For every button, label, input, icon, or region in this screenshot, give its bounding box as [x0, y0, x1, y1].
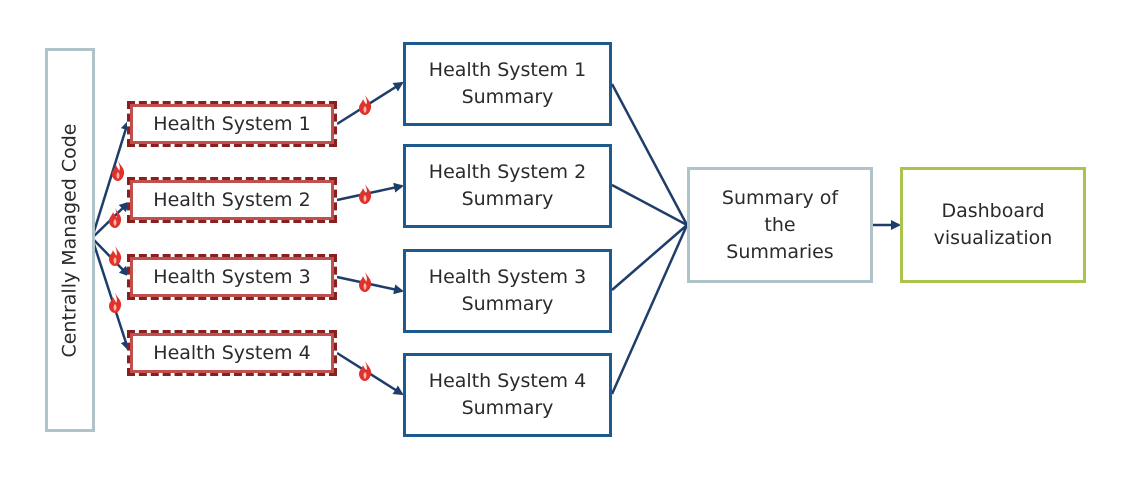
flame-icon — [109, 293, 122, 313]
summary-label: Health System 2 Summary — [428, 161, 587, 210]
line-summary4-to-combined — [610, 224, 689, 395]
flame-icon — [109, 208, 122, 228]
health-system-1-box: Health System 1 — [127, 101, 337, 147]
central-code-label: Centrally Managed Code — [58, 123, 81, 357]
arrow-central-to-hs4 — [90, 237, 131, 351]
central-code-box: Centrally Managed Code — [45, 48, 95, 432]
summary-1-box: Health System 1 Summary — [403, 42, 612, 126]
health-system-label: Health System 2 — [153, 188, 311, 211]
flame-icon — [359, 361, 372, 381]
summary-4-box: Health System 4 Summary — [403, 353, 612, 437]
summary-2-box: Health System 2 Summary — [403, 144, 612, 228]
health-system-label: Health System 4 — [153, 341, 311, 364]
summary-label: Health System 3 Summary — [428, 266, 587, 315]
dashboard-box: Dashboard visualization — [900, 167, 1086, 283]
line-summary2-to-combined — [611, 183, 688, 227]
line-summary3-to-combined — [611, 224, 688, 291]
health-system-label: Health System 1 — [153, 112, 311, 135]
summary-3-box: Health System 3 Summary — [403, 249, 612, 333]
flame-icon — [359, 184, 372, 204]
flame-icon — [359, 272, 372, 292]
flame-icon — [112, 161, 125, 181]
summary-label: Health System 1 Summary — [428, 59, 587, 108]
dashboard-label: Dashboard visualization — [933, 200, 1053, 249]
flame-icon — [359, 95, 372, 115]
line-summary1-to-combined — [610, 83, 689, 226]
summary-of-summaries-label: Summary of the Summaries — [721, 186, 839, 263]
health-system-3-box: Health System 3 — [127, 254, 337, 300]
arrow-central-to-hs1 — [90, 120, 131, 239]
summary-of-summaries-box: Summary of the Summaries — [687, 167, 873, 283]
health-system-2-box: Health System 2 — [127, 177, 337, 223]
flame-icon — [109, 246, 122, 266]
health-system-label: Health System 3 — [153, 265, 311, 288]
summary-label: Health System 4 Summary — [428, 370, 587, 419]
health-system-4-box: Health System 4 — [127, 330, 337, 376]
